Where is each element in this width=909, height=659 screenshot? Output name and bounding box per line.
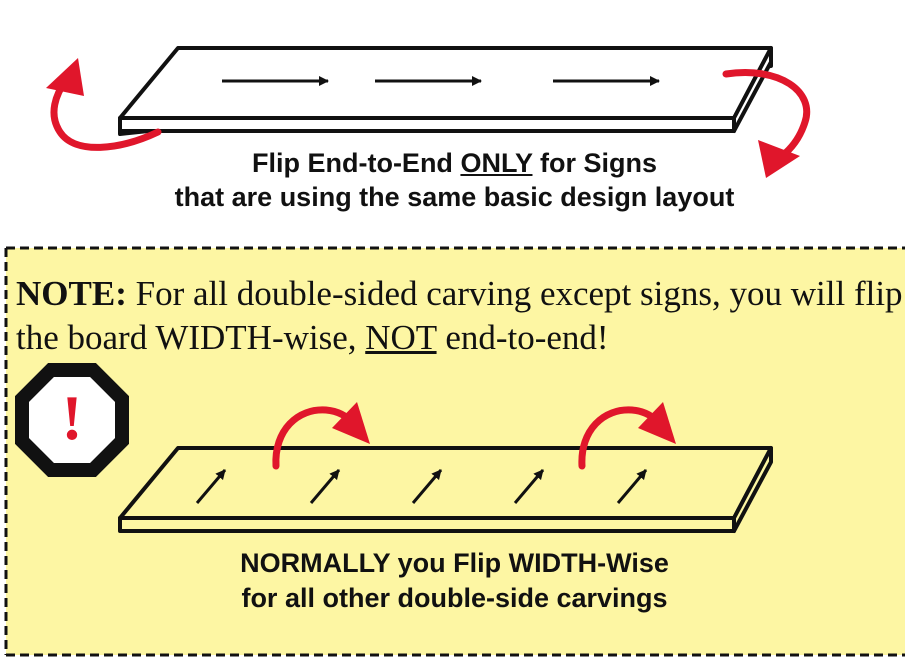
octagon-warning-icon — [15, 363, 129, 477]
bottom-caption-line2: for all other double-side carvings — [241, 583, 668, 613]
bottom-board — [118, 446, 773, 533]
width-arrow-4 — [513, 469, 545, 504]
width-arrow-2 — [309, 469, 341, 504]
note-emphasis: NOT — [365, 318, 437, 357]
note-text: NOTE: For all double-sided carving excep… — [16, 274, 903, 357]
top-board — [118, 46, 773, 136]
note-label: NOTE: — [16, 274, 127, 313]
end-flip-arrow-right — [722, 69, 811, 178]
width-flip-arrow-2 — [578, 402, 676, 470]
bottom-caption-line1: NORMALLY you Flip WIDTH-Wise — [240, 548, 669, 578]
top-caption-line2: that are using the same basic design lay… — [174, 182, 735, 212]
width-flip-arrow-1 — [272, 402, 370, 470]
exclamation-glyph: ! — [61, 382, 83, 453]
top-caption-emphasis: ONLY — [460, 148, 533, 178]
width-arrow-3 — [411, 469, 443, 504]
width-arrow-1 — [195, 469, 227, 504]
width-arrow-5 — [616, 469, 648, 504]
top-caption-line1: Flip End-to-End ONLY for Signs — [251, 148, 657, 178]
end-flip-arrow-left — [46, 58, 162, 151]
